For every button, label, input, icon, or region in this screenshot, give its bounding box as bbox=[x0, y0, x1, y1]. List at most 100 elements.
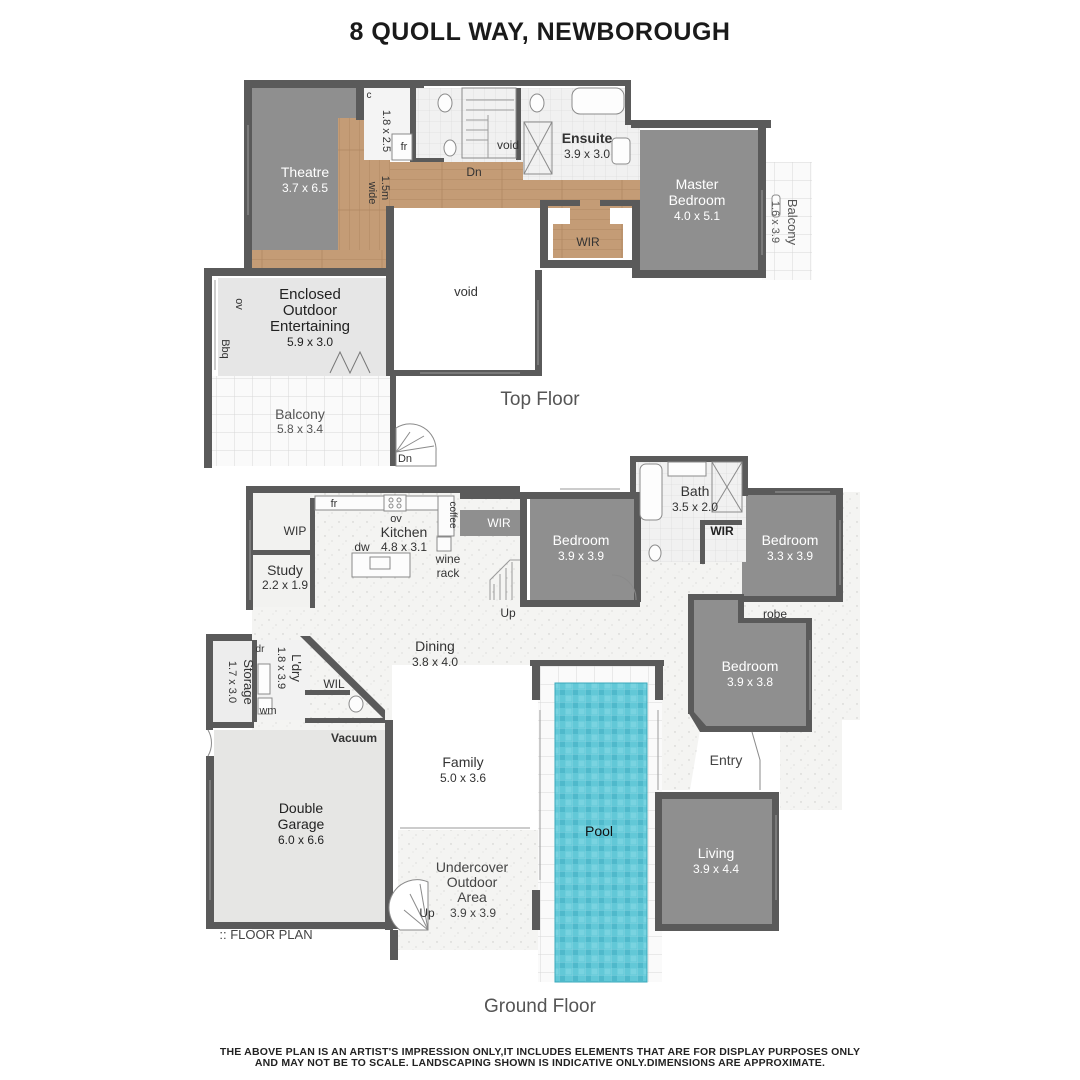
bedroom-c-dim: 3.9 x 3.8 bbox=[727, 675, 773, 689]
page-title: 8 QUOLL WAY, NEWBOROUGH bbox=[349, 18, 731, 46]
wir-connector-floor bbox=[570, 205, 610, 227]
brand-label: :: FLOOR PLAN bbox=[219, 927, 312, 942]
eoe-name2: Outdoor bbox=[283, 302, 337, 319]
coffee-label: coffee bbox=[447, 501, 458, 528]
undercover-dim: 3.9 x 3.9 bbox=[450, 906, 496, 920]
ensuite-dim: 3.9 x 3.0 bbox=[564, 147, 610, 161]
theatre-name: Theatre bbox=[281, 164, 329, 180]
hall-width-2: wide bbox=[366, 181, 378, 205]
family-name: Family bbox=[442, 754, 483, 770]
eoe-dim: 5.9 x 3.0 bbox=[287, 335, 333, 349]
master-bedroom-floor bbox=[640, 130, 758, 278]
wil-label: WIL bbox=[323, 677, 345, 691]
storage-floor bbox=[212, 640, 254, 726]
bedroom-b-floor bbox=[742, 495, 838, 601]
top-void-label: void bbox=[454, 284, 478, 299]
undercover-up-label: Up bbox=[419, 906, 435, 920]
ground-floor bbox=[206, 456, 860, 983]
bath-dim: 3.5 x 2.0 bbox=[672, 500, 718, 514]
balcony-dn-label: Dn bbox=[398, 453, 412, 465]
kitchen-name: Kitchen bbox=[381, 524, 428, 540]
balcony-spiral-stair bbox=[395, 423, 437, 467]
hall-width-1: 1.5m bbox=[379, 176, 391, 200]
kitchen-oven-label: ov bbox=[390, 513, 402, 525]
garage-floor bbox=[214, 730, 390, 924]
hall-bay-dim: 1.8 x 2.5 bbox=[380, 110, 392, 152]
undercover-spiral-stair bbox=[388, 879, 429, 931]
storage-name: Storage bbox=[241, 659, 256, 705]
undercover-name3: Area bbox=[457, 889, 487, 905]
bedroom-b-name: Bedroom bbox=[762, 532, 819, 548]
top-void-area bbox=[395, 210, 535, 375]
enclosed-outdoor-floor bbox=[218, 278, 390, 376]
vacuum-label: Vacuum bbox=[331, 731, 377, 745]
top-floor-windows bbox=[214, 125, 763, 374]
ground-floor-label: Ground Floor bbox=[484, 996, 597, 1017]
stair-void-label: void bbox=[497, 138, 519, 152]
top-floor-fixtures bbox=[391, 87, 781, 218]
kitchen-dim: 4.8 x 3.1 bbox=[381, 540, 427, 554]
side-balcony-floor bbox=[762, 162, 812, 280]
wine-label-1: wine bbox=[435, 552, 461, 566]
living-floor bbox=[660, 796, 774, 926]
disclaimer-line-2: AND MAY NOT BE TO SCALE. LANDSCAPING SHO… bbox=[254, 1057, 826, 1069]
garage-name2: Garage bbox=[278, 816, 325, 832]
bath-fixtures bbox=[257, 461, 743, 715]
top-balcony-floor bbox=[210, 376, 396, 466]
ground-stairs bbox=[489, 559, 520, 600]
bedroom-a-dim: 3.9 x 3.9 bbox=[558, 549, 604, 563]
washing-machine-label: wm bbox=[258, 705, 276, 717]
ensuite-name: Ensuite bbox=[562, 130, 613, 146]
ground-doors bbox=[207, 574, 761, 790]
dishwasher-label: dw bbox=[354, 540, 370, 554]
laundry-name: L'dry bbox=[289, 654, 304, 682]
side-balcony-name: Balcony bbox=[785, 199, 800, 246]
living-name: Living bbox=[698, 845, 735, 861]
ground-floor-windows bbox=[209, 488, 841, 900]
robe-label: robe bbox=[763, 607, 787, 621]
bedroom-b-dim: 3.3 x 3.9 bbox=[767, 549, 813, 563]
pool-water bbox=[554, 682, 648, 983]
bedroom-a-name: Bedroom bbox=[553, 532, 610, 548]
eoe-name: Enclosed bbox=[279, 286, 341, 303]
bedroom-c-floor bbox=[692, 600, 808, 728]
top-wir-label: WIR bbox=[576, 235, 600, 249]
ground-fridge-label: fr bbox=[331, 498, 338, 510]
disclaimer-line-1: THE ABOVE PLAN IS AN ARTIST'S IMPRESSION… bbox=[219, 1046, 861, 1058]
kitchen-wir-tag bbox=[460, 510, 520, 536]
kitchen-fixtures bbox=[314, 494, 455, 578]
wip-study-floor bbox=[252, 492, 312, 607]
side-balcony-dim: 1.6 x 3.9 bbox=[769, 201, 781, 243]
dining-name: Dining bbox=[415, 638, 455, 654]
dining-dim: 3.8 x 4.0 bbox=[412, 655, 458, 669]
ground-wir-label-2: WIR bbox=[710, 524, 734, 538]
bath-name: Bath bbox=[681, 483, 710, 499]
top-balcony-name: Balcony bbox=[275, 406, 325, 422]
eoe-name3: Entertaining bbox=[270, 318, 350, 335]
top-stairs bbox=[466, 99, 514, 158]
disclaimer: THE ABOVE PLAN IS AN ARTIST'S IMPRESSION… bbox=[100, 1047, 980, 1069]
master-bedroom-dim: 4.0 x 5.1 bbox=[674, 209, 720, 223]
garage-dim: 6.0 x 6.6 bbox=[278, 833, 324, 847]
top-stair-dn-label: Dn bbox=[466, 165, 481, 179]
garage-name: Double bbox=[279, 800, 324, 816]
undercover-name2: Outdoor bbox=[447, 874, 498, 890]
top-balcony-dim: 5.8 x 3.4 bbox=[277, 422, 323, 436]
pool-name: Pool bbox=[585, 823, 613, 839]
wip-label: WIP bbox=[284, 524, 307, 538]
master-bedroom-name: Master bbox=[676, 176, 719, 192]
laundry-dim: 1.8 x 3.9 bbox=[275, 647, 287, 689]
family-dim: 5.0 x 3.6 bbox=[440, 771, 486, 785]
ground-stair-up-label: Up bbox=[500, 606, 516, 620]
entry-label: Entry bbox=[710, 752, 743, 768]
top-fridge-label: fr bbox=[401, 141, 408, 153]
eoe-oven-label: ov bbox=[233, 298, 245, 310]
top-floor-label: Top Floor bbox=[500, 389, 580, 410]
bedroom-c-name: Bedroom bbox=[722, 658, 779, 674]
wir-floor bbox=[553, 224, 623, 258]
living-dim: 3.9 x 4.4 bbox=[693, 862, 739, 876]
theatre-dim: 3.7 x 6.5 bbox=[282, 181, 328, 195]
storage-dim: 1.7 x 3.0 bbox=[226, 661, 238, 703]
